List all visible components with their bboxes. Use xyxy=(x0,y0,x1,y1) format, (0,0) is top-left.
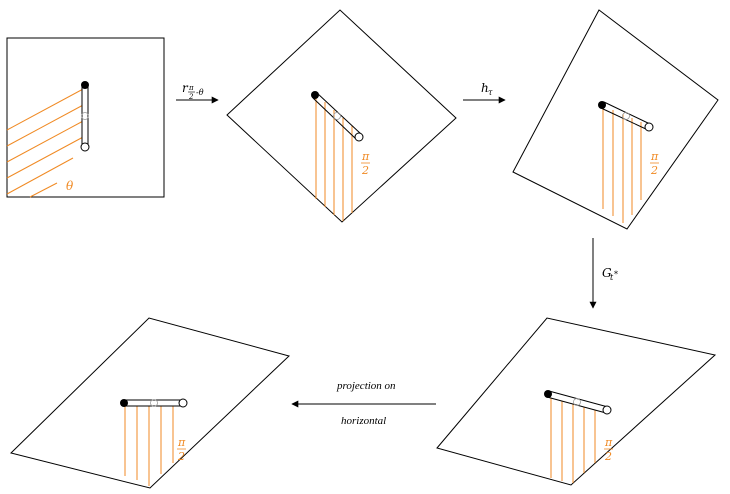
panel-4: π 2 xyxy=(436,317,717,486)
panel-2-center-dot xyxy=(333,112,341,120)
panel-5-frame xyxy=(10,317,290,489)
rotation-label-theta: -θ xyxy=(196,88,204,97)
panel-4-angle-num: π xyxy=(604,436,613,449)
panel-2-hatching xyxy=(315,94,353,221)
panel-5-segment xyxy=(123,399,184,407)
panel-2: π 2 xyxy=(226,9,457,223)
panel-1-angle-label: θ xyxy=(66,179,74,193)
panel-3-frame xyxy=(512,9,719,230)
arrow-flow: G t * xyxy=(589,238,618,309)
rotation-label-r: r xyxy=(182,81,189,95)
panel-5-hatching xyxy=(124,406,174,486)
panel-3-top-endpoint xyxy=(598,101,606,109)
panel-5-center-dot xyxy=(150,399,158,407)
arrow-projection: projection on horizontal xyxy=(291,380,436,427)
panel-2-frame xyxy=(226,9,457,223)
panel-3-angle-den: 2 xyxy=(650,164,658,177)
panel-2-angle-num: π xyxy=(361,150,370,163)
panel-1-frame xyxy=(6,37,165,198)
panel-5: π 2 xyxy=(10,317,290,489)
panel-2-top-endpoint xyxy=(311,91,319,99)
panel-4-top-endpoint xyxy=(544,390,552,398)
shear-label-tau: τ xyxy=(488,88,493,97)
panel-2-bottom-endpoint xyxy=(354,132,364,142)
panel-3: π 2 xyxy=(512,9,719,230)
panel-1-center-dot xyxy=(81,112,89,120)
panel-5-angle-den: 2 xyxy=(177,450,185,463)
panel-1: θ xyxy=(6,37,165,198)
panel-2-angle-den: 2 xyxy=(361,164,369,177)
panel-1-top-endpoint xyxy=(81,81,89,89)
panel-1-segment xyxy=(81,84,89,148)
projection-label-line1: projection on xyxy=(336,380,396,392)
panel-3-hatching xyxy=(602,106,642,223)
arrow-shear: h τ xyxy=(463,81,506,104)
flow-label-star: * xyxy=(614,270,618,279)
rotation-label-pi: π xyxy=(188,84,194,92)
panel-1-bottom-endpoint xyxy=(80,142,90,152)
panel-5-right-endpoint xyxy=(178,398,188,408)
shear-label-h: h xyxy=(481,81,489,95)
rotation-label-two: 2 xyxy=(188,93,194,101)
panel-4-hatching xyxy=(550,398,596,483)
panel-4-angle-den: 2 xyxy=(604,450,612,463)
panel-5-angle-num: π xyxy=(177,436,186,449)
projection-label-line2: horizontal xyxy=(341,415,386,427)
panel-4-bottom-endpoint xyxy=(602,405,612,415)
arrow-rotation: r π 2 -θ xyxy=(176,81,219,104)
flow-label-g: G xyxy=(602,266,612,280)
panel-4-frame xyxy=(436,317,717,486)
panel-3-bottom-endpoint xyxy=(644,122,654,132)
flow-label-t: t xyxy=(610,273,614,282)
panel-3-angle-num: π xyxy=(650,150,659,163)
panel-3-center-dot xyxy=(622,112,630,120)
panel-5-left-endpoint xyxy=(120,399,128,407)
panel-1-hatching xyxy=(6,87,86,198)
panel-4-center-dot xyxy=(573,398,581,406)
